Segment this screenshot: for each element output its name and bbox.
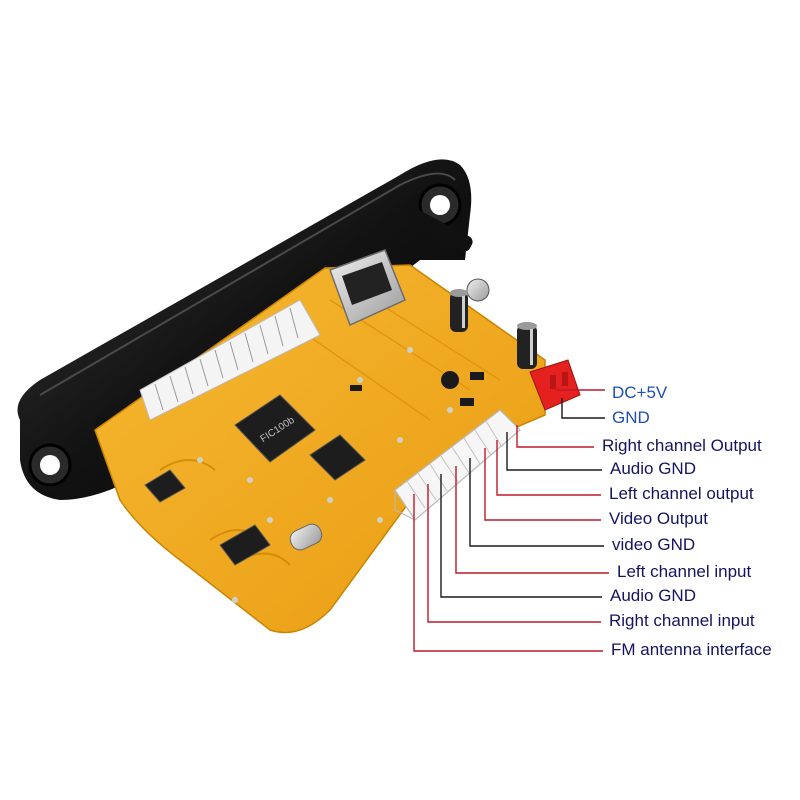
power-label-0: DC+5V <box>612 383 668 402</box>
pin-label-6: Audio GND <box>610 586 696 605</box>
power-leader-1 <box>561 398 605 419</box>
pin-leader-7 <box>427 484 601 623</box>
mount-hole-top <box>418 183 462 227</box>
pin-leader-1 <box>506 432 602 471</box>
pin-label-5: Left channel input <box>617 562 752 581</box>
pin-leader-0 <box>516 425 594 448</box>
pin-leader-3 <box>484 448 601 521</box>
pin-leader-2 <box>496 440 601 496</box>
power-connector <box>529 359 581 411</box>
small-chip <box>144 469 271 566</box>
capacitor-1 <box>450 289 468 332</box>
pin-label-1: Audio GND <box>610 459 696 478</box>
usb-port <box>329 249 406 327</box>
pin-label-7: Right channel input <box>609 611 755 630</box>
output-connector <box>394 409 521 521</box>
main-chip: FIC100b <box>234 394 316 463</box>
pin-leader-lines <box>413 389 609 652</box>
capacitor-2 <box>517 322 537 369</box>
pin-label-0: Right channel Output <box>602 436 762 455</box>
crystal-oscillator <box>289 523 323 551</box>
pin-leader-8 <box>413 494 603 652</box>
pin-leader-6 <box>440 474 602 598</box>
mount-hole-bottom <box>28 443 72 487</box>
pin-leader-5 <box>455 466 609 574</box>
power-label-1: GND <box>612 408 650 427</box>
pin-label-8: FM antenna interface <box>611 640 772 659</box>
pin-leader-4 <box>469 458 604 547</box>
pin-label-2: Left channel output <box>609 484 754 503</box>
secondary-chip <box>309 434 366 481</box>
pin-label-4: video GND <box>612 535 696 554</box>
front-panel-header <box>139 299 321 421</box>
pin-label-3: Video Output <box>609 509 708 528</box>
